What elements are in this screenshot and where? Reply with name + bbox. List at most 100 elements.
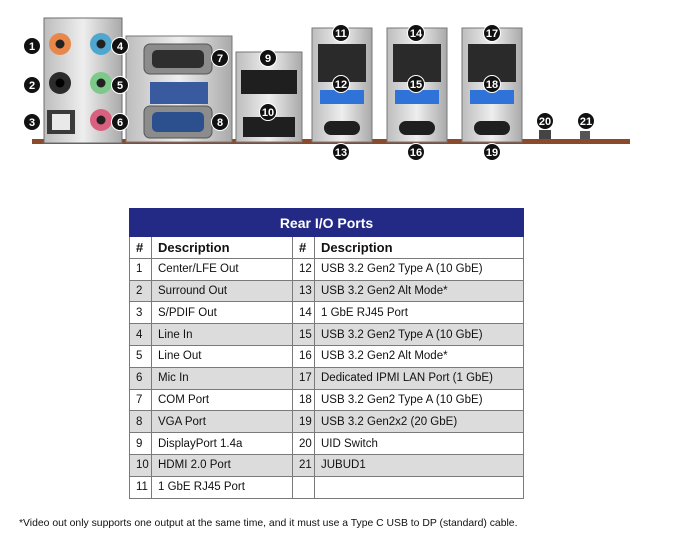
callout-badge-13: 13 [332,143,350,161]
port-description: Mic In [151,366,293,390]
callout-number: 9 [265,53,271,65]
uid-switch [539,130,551,139]
callout-number: 1 [29,41,35,53]
port-description: Center/LFE Out [151,257,293,281]
callout-badge-19: 19 [483,143,501,161]
table-title: Rear I/O Ports [129,208,524,237]
port-description: Dedicated IPMI LAN Port (1 GbE) [314,366,524,390]
port-number: 16 [292,344,315,368]
callout-number: 6 [117,117,123,129]
port-description: UID Switch [314,432,524,455]
port-number: 9 [129,432,152,455]
port-description [314,475,524,499]
port-number: 17 [292,366,315,390]
port-description: USB 3.2 Gen2 Type A (10 GbE) [314,323,524,346]
callout-number: 4 [117,41,124,53]
callout-number: 16 [410,147,422,159]
port-number [292,475,315,499]
port-number: 14 [292,301,315,325]
callout-badge-12: 12 [332,75,350,93]
audio-jack-stack [43,17,123,144]
usb-c-port-19 [474,121,510,135]
callout-number: 21 [580,116,592,128]
callout-number: 7 [217,53,223,65]
col-desc-right: Description [314,236,524,259]
callout-number: 19 [486,147,498,159]
port-description: USB 3.2 Gen2 Alt Mode* [314,344,524,368]
port-number: 15 [292,323,315,346]
usb-a-port-15 [395,90,439,104]
lan-usb-stack-1 [311,27,373,143]
port-description: COM Port [151,388,293,412]
callout-number: 3 [29,117,35,129]
callout-number: 13 [335,147,347,159]
col-num-right: # [292,236,315,259]
callout-number: 10 [262,107,274,119]
footnote: *Video out only supports one output at t… [19,518,518,529]
callout-badge-8: 8 [211,113,229,131]
port-description: JUBUD1 [314,453,524,477]
callout-badge-1: 1 [23,37,41,55]
usb-a-port-18 [470,90,514,104]
port-number: 19 [292,410,315,434]
callout-number: 11 [335,28,347,40]
callout-badge-9: 9 [259,49,277,67]
callout-number: 14 [410,28,423,40]
port-number: 18 [292,388,315,412]
port-description: VGA Port [151,410,293,434]
callout-badge-4: 4 [111,37,129,55]
port-number: 10 [129,453,152,477]
port-description: DisplayPort 1.4a [151,432,293,455]
port-description: 1 GbE RJ45 Port [151,475,293,499]
callout-badge-5: 5 [111,76,129,94]
callout-badge-15: 15 [407,75,425,93]
port-number: 21 [292,453,315,477]
callout-badge-10: 10 [259,103,277,121]
port-number: 13 [292,279,315,303]
port-number: 12 [292,257,315,281]
callout-badge-18: 18 [483,75,501,93]
port-number: 20 [292,432,315,455]
col-num-left: # [129,236,152,259]
callout-badge-7: 7 [211,49,229,67]
callout-badge-21: 21 [577,112,595,130]
callout-badge-6: 6 [111,113,129,131]
col-desc-left: Description [151,236,293,259]
rear-io-ports-table: Rear I/O Ports # Description # Descripti… [129,208,524,499]
callout-badge-3: 3 [23,113,41,131]
callout-number: 18 [486,79,498,91]
callout-number: 20 [539,116,551,128]
callout-badge-17: 17 [483,24,501,42]
port-description: Line Out [151,344,293,368]
port-description: USB 3.2 Gen2 Alt Mode* [314,279,524,303]
callout-number: 8 [217,117,223,129]
callout-badge-16: 16 [407,143,425,161]
callout-number: 12 [335,79,347,91]
port-number: 7 [129,388,152,412]
callout-number: 2 [29,80,35,92]
callout-number: 17 [486,28,498,40]
port-description: 1 GbE RJ45 Port [314,301,524,325]
port-number: 11 [129,475,152,499]
port-number: 6 [129,366,152,390]
usb-c-port-13 [324,121,360,135]
port-number: 5 [129,344,152,368]
port-description: Surround Out [151,279,293,303]
port-description: S/PDIF Out [151,301,293,325]
port-number: 4 [129,323,152,346]
usb-c-port-16 [399,121,435,135]
callout-badge-11: 11 [332,24,350,42]
port-description: USB 3.2 Gen2 Type A (10 GbE) [314,257,524,281]
hdmi-port [243,117,295,137]
usb-a-port-12 [320,90,364,104]
